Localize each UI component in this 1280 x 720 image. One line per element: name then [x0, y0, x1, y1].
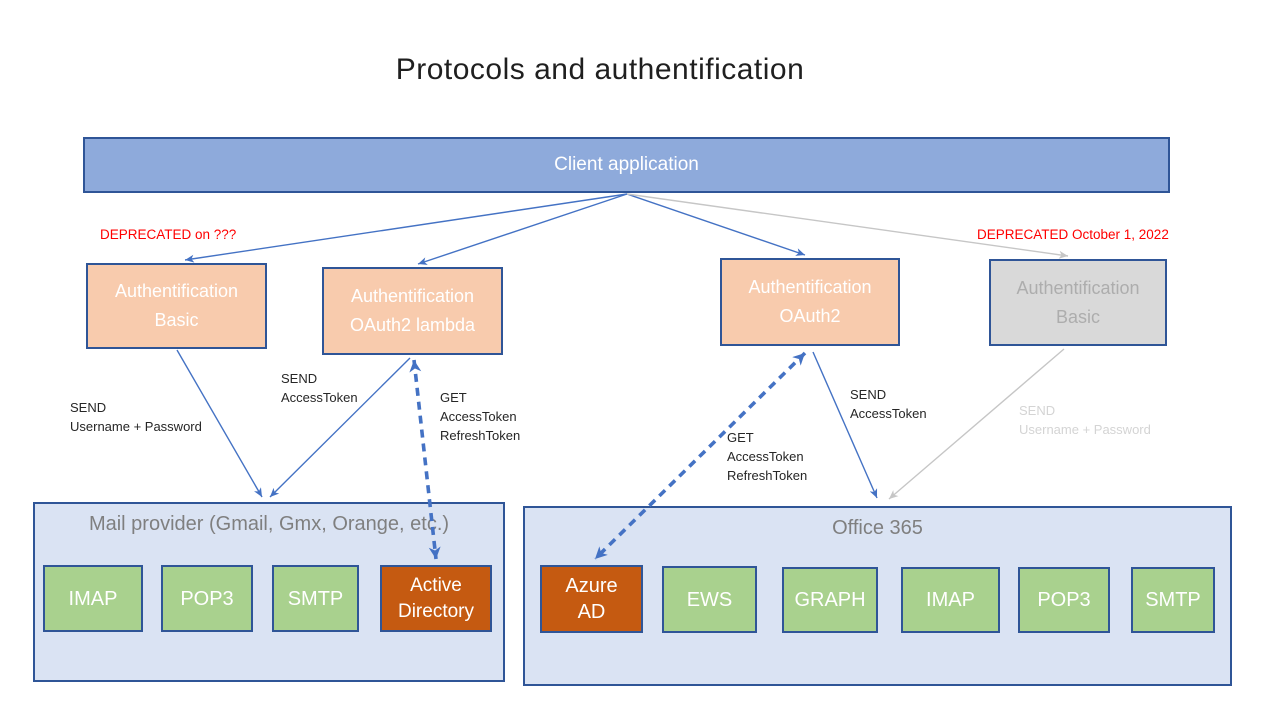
auth-oauth2-lambda-box: Authentification OAuth2 lambda: [322, 267, 503, 355]
protocol-label: AD: [577, 601, 606, 623]
edge-label-line: Username + Password: [70, 419, 202, 434]
protocol-label: IMAP: [68, 587, 118, 610]
protocol-box-o365-smtp: SMTP: [1131, 567, 1215, 633]
edge-label-line: Username + Password: [1019, 422, 1151, 437]
auth-basic-left-line2: Basic: [154, 310, 199, 330]
client-application-label: Client application: [554, 154, 699, 175]
protocol-box-active-directory: Active Directory: [380, 565, 492, 632]
protocol-box-ews: EWS: [662, 566, 757, 633]
protocol-label: GRAPH: [794, 589, 866, 611]
auth-oauth2-lambda-line2: OAuth2 lambda: [349, 315, 476, 335]
auth-basic-right-line1: Authentification: [1016, 277, 1140, 298]
auth-oauth2-line1: Authentification: [748, 277, 872, 297]
edge-label-line: SEND: [1019, 403, 1056, 418]
auth-basic-left-line1: Authentification: [114, 281, 239, 301]
arrow-client-to-basic-left: [184, 193, 628, 263]
edge-label-line: SEND: [281, 371, 318, 386]
protocol-box-mail-pop3: POP3: [161, 565, 253, 632]
edge-label-line: SEND: [70, 400, 107, 415]
protocol-label: Directory: [397, 600, 474, 622]
diagram-title: Protocols and authentification: [395, 53, 805, 86]
protocol-box-mail-smtp: SMTP: [272, 565, 359, 632]
arrow-oauth2-to-office365: [812, 351, 878, 499]
auth-oauth2-box: Authentification OAuth2: [720, 258, 900, 346]
arrow-client-to-oauth2-lambda: [417, 193, 628, 265]
auth-oauth2-lambda-line1: Authentification: [350, 286, 475, 306]
protocol-box-o365-pop3: POP3: [1018, 567, 1110, 633]
edge-label-line: AccessToken: [850, 406, 927, 421]
deprecated-right-label: DEPRECATED October 1, 2022: [977, 227, 1169, 242]
protocol-box-o365-imap: IMAP: [901, 567, 1000, 633]
edge-label-send-accesstoken-left: SEND AccessToken: [281, 369, 358, 407]
protocol-box-mail-imap: IMAP: [43, 565, 143, 632]
office365-title: Office 365: [832, 517, 923, 539]
edge-label-line: GET: [440, 390, 467, 405]
edge-label-line: RefreshToken: [440, 428, 521, 443]
edge-label-line: SEND: [850, 387, 887, 402]
protocol-label: Active: [410, 574, 462, 596]
edge-label-send-accesstoken-right: SEND AccessToken: [850, 385, 927, 423]
edge-label-line: RefreshToken: [727, 468, 808, 483]
edge-label-line: AccessToken: [281, 390, 358, 405]
arrow-client-to-basic-right: [626, 193, 1069, 259]
edge-label-send-userpass-right: SEND Username + Password: [1019, 401, 1151, 439]
edge-label-line: AccessToken: [440, 409, 517, 424]
client-application-box: Client application: [83, 137, 1170, 193]
edge-label-line: AccessToken: [727, 449, 804, 464]
deprecated-left-label: DEPRECATED on ???: [100, 227, 237, 242]
arrow-client-to-oauth2: [626, 193, 806, 256]
protocol-label: EWS: [686, 588, 733, 611]
protocol-box-graph: GRAPH: [782, 567, 878, 633]
edge-label-send-userpass-left: SEND Username + Password: [70, 398, 202, 436]
protocol-label: IMAP: [926, 589, 975, 611]
protocol-label: POP3: [180, 587, 234, 610]
auth-basic-right-box: Authentification Basic: [989, 259, 1167, 346]
protocol-label: POP3: [1037, 589, 1091, 611]
protocol-label: Azure: [565, 575, 618, 597]
auth-basic-right-line2: Basic: [1055, 306, 1100, 327]
protocol-label: SMTP: [287, 587, 344, 610]
edge-label-line: GET: [727, 430, 754, 445]
auth-oauth2-line2: OAuth2: [779, 306, 841, 326]
edge-label-get-tokens-left: GET AccessToken RefreshToken: [440, 388, 520, 445]
auth-basic-left-box: Authentification Basic: [86, 263, 267, 349]
mail-provider-title: Mail provider (Gmail, Gmx, Orange, etc.): [88, 513, 450, 535]
edge-label-get-tokens-right: GET AccessToken RefreshToken: [727, 428, 807, 485]
protocol-box-azure-ad: Azure AD: [540, 565, 643, 633]
protocol-label: SMTP: [1145, 589, 1201, 611]
